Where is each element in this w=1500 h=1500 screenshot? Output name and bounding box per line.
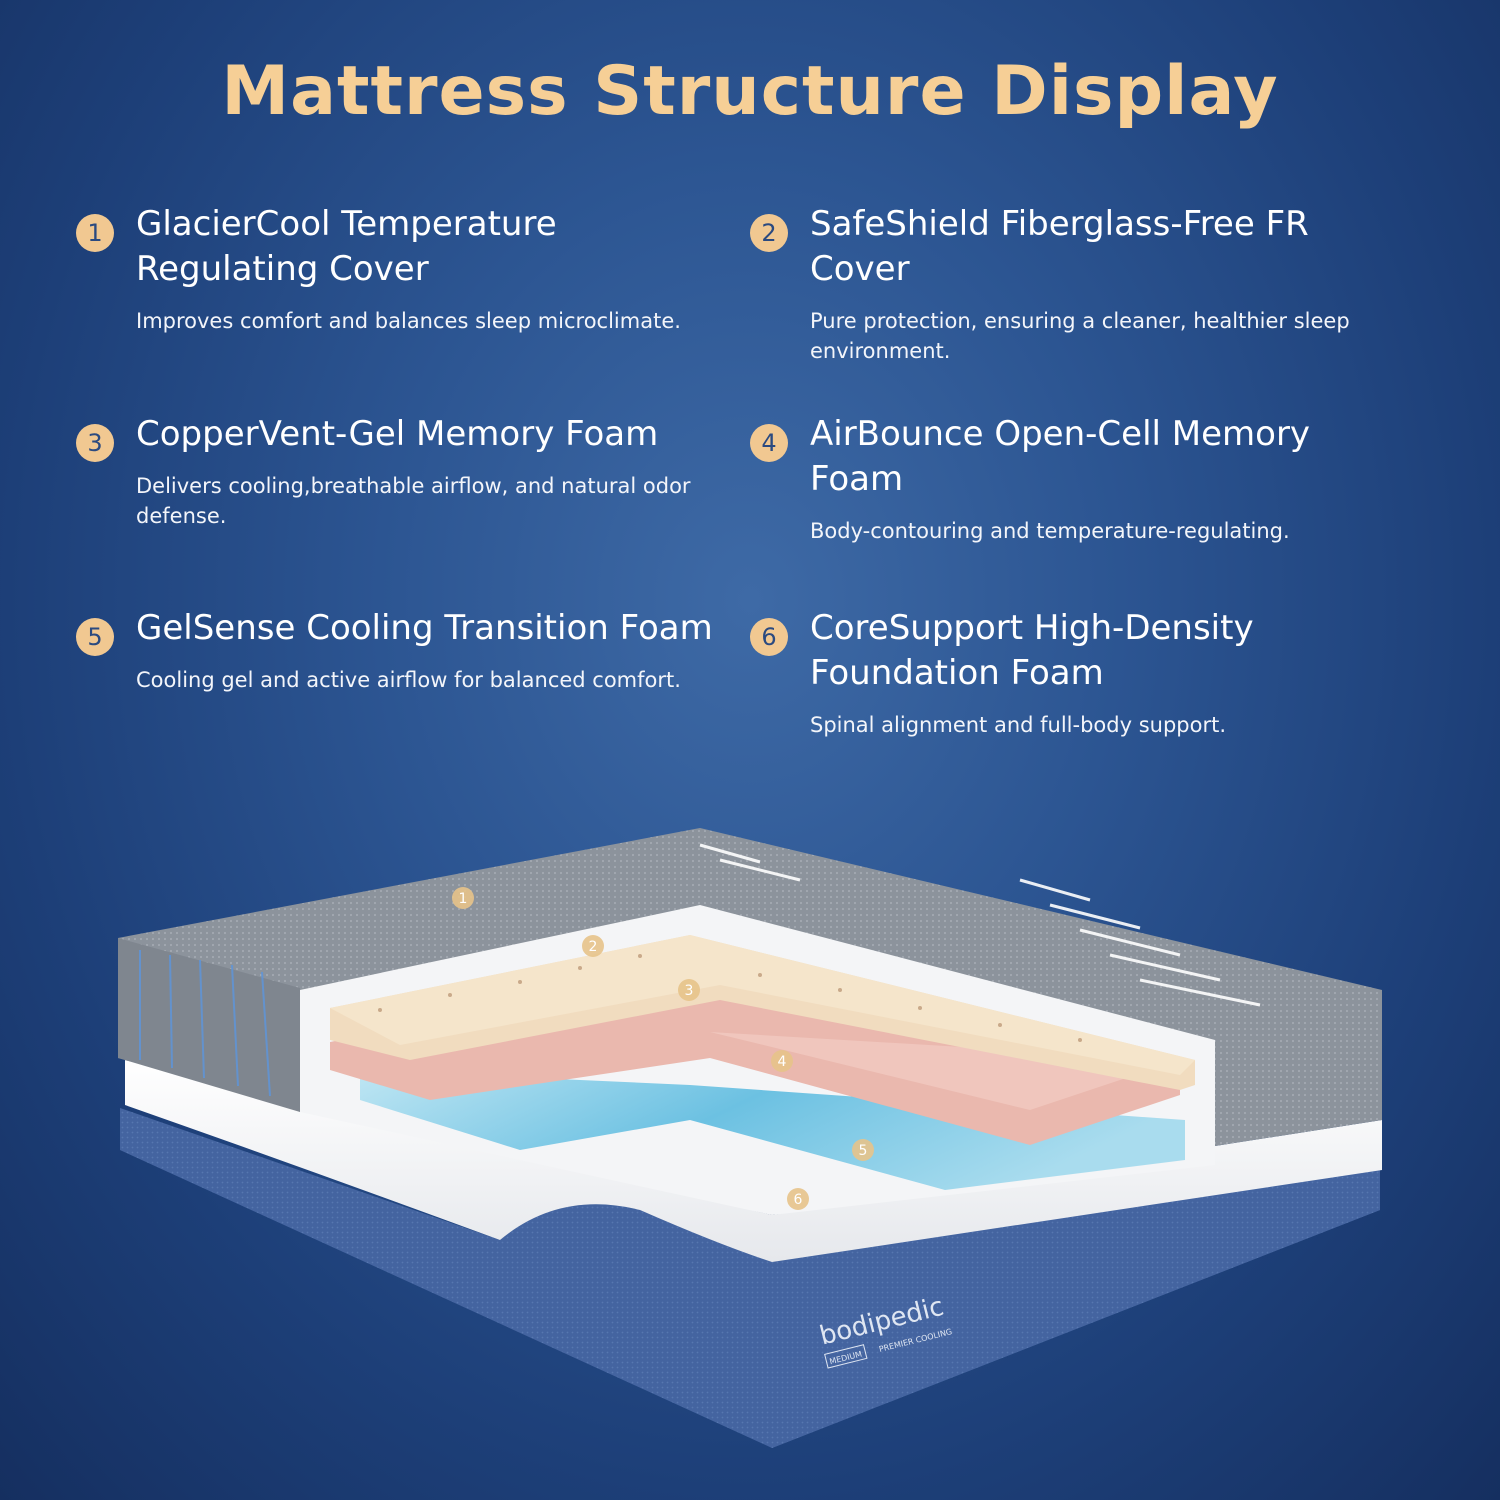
feature-1-description: Improves comfort and balances sleep micr… [136,309,681,333]
gel-foam-layer [360,1070,1185,1190]
svg-text:1: 1 [459,891,468,907]
number-badge-2: 2 [750,214,788,252]
feature-5: 5 GelSense Cooling Transition Foam Cooli… [76,608,716,695]
layer-marker-4: 4 [771,1050,793,1072]
feature-2-name: SafeShield Fiberglass-Free FR Cover [810,204,1309,289]
svg-text:6: 6 [794,1192,803,1208]
layer-marker-5: 5 [852,1139,874,1161]
layer-marker-2: 2 [582,935,604,957]
layer-marker-1: 1 [452,887,474,909]
feature-4-name: AirBounce Open-Cell Memory Foam [810,414,1311,499]
svg-text:2: 2 [589,939,598,955]
feature-3: 3 CopperVent-Gel Memory Foam Delivers co… [76,414,716,531]
feature-5-description: Cooling gel and active airflow for balan… [136,668,681,692]
feature-3-description: Delivers cooling,breathable airflow, and… [136,474,691,528]
layer-marker-6: 6 [787,1188,809,1210]
layer-markers: 1 2 3 4 5 6 [452,887,874,1210]
feature-1: 1 GlacierCool Temperature Regulating Cov… [76,204,716,336]
number-badge-5: 5 [76,618,114,656]
feature-1-name: GlacierCool Temperature Regulating Cover [136,204,557,289]
feature-6-name: CoreSupport High-Density Foundation Foam [810,608,1254,693]
feature-2: 2 SafeShield Fiberglass-Free FR Cover Pu… [750,204,1390,366]
feature-3-name: CopperVent-Gel Memory Foam [136,414,659,454]
feature-6: 6 CoreSupport High-Density Foundation Fo… [750,608,1390,740]
feature-4: 4 AirBounce Open-Cell Memory Foam Body-c… [750,414,1390,546]
feature-5-name: GelSense Cooling Transition Foam [136,608,713,648]
feature-2-description: Pure protection, ensuring a cleaner, hea… [810,309,1350,363]
support-foam [125,1060,1382,1262]
number-badge-4: 4 [750,424,788,462]
page-title: Mattress Structure Display [221,52,1279,131]
svg-text:4: 4 [778,1054,787,1070]
number-badge-6: 6 [750,618,788,656]
number-badge-1: 1 [76,214,114,252]
number-badge-3: 3 [76,424,114,462]
cream-foam-layer [330,935,1195,1090]
feature-4-description: Body-contouring and temperature-regulati… [810,519,1290,543]
layer-marker-3: 3 [678,979,700,1001]
svg-text:3: 3 [685,983,694,999]
feature-6-description: Spinal alignment and full-body support. [810,713,1227,737]
svg-text:5: 5 [859,1143,868,1159]
